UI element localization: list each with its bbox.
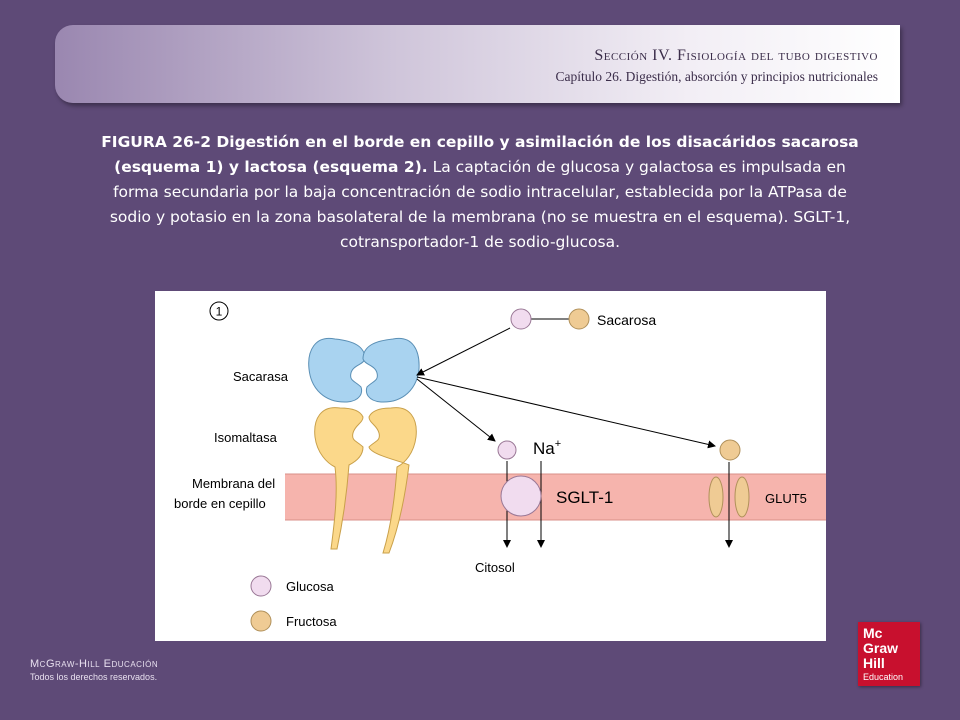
cytosol-label: Citosol	[475, 560, 515, 575]
scheme-number-circle	[209, 301, 229, 321]
publisher-rights: Todos los derechos reservados.	[30, 672, 158, 682]
sglt1-label: SGLT-1	[556, 488, 613, 507]
publisher-name: McGraw-Hill Educación	[30, 658, 159, 670]
caption-bold: FIGURA 26-2 Digestión en el borde en cep…	[101, 133, 859, 176]
glut5-left-subunit	[708, 476, 724, 518]
caption-text: La captación de glucosa y galactosa es i…	[109, 158, 851, 251]
isomaltase-label: Isomaltasa	[214, 430, 278, 445]
section-title: Sección IV. Fisiología del tubo digestiv…	[594, 47, 878, 64]
legend-glucose-swatch	[250, 575, 272, 597]
figure-panel: 1 Sacarosa Na+ SGLT-1 GLUT5	[155, 291, 826, 641]
isomaltase-left-lobe	[314, 407, 364, 550]
legend-fructose-label: Fructosa	[286, 614, 337, 629]
logo-line4: Education	[863, 672, 904, 682]
scheme-number: 1	[216, 305, 223, 319]
header-band: Sección IV. Fisiología del tubo digestiv…	[55, 25, 900, 103]
membrane-label-line1: Membrana del	[192, 476, 275, 491]
sucrose-label: Sacarosa	[597, 312, 656, 328]
logo-line1: Mc	[863, 625, 883, 641]
publisher-info: McGraw-Hill Educación Todos los derechos…	[30, 658, 158, 682]
sucrose-to-sucrase-arrow	[416, 327, 511, 376]
sucrose-fructose-unit	[568, 308, 590, 330]
glucose-release-arrow	[416, 378, 496, 442]
chapter-title: Capítulo 26. Digestión, absorción y prin…	[555, 69, 878, 84]
sodium-label: Na+	[533, 438, 561, 458]
logo-line2: Graw	[863, 640, 899, 656]
logo-line3: Hill	[863, 655, 885, 671]
sucrase-left-lobe	[308, 337, 366, 403]
isomaltase-right-lobe	[368, 407, 417, 554]
glucose-molecule	[497, 440, 517, 460]
figure-caption: FIGURA 26-2 Digestión en el borde en cep…	[100, 130, 860, 255]
fructose-release-arrow	[416, 376, 716, 449]
glut5-right-subunit	[734, 476, 750, 518]
sucrase-label: Sacarasa	[233, 369, 289, 384]
sucrase-right-lobe	[362, 337, 420, 403]
fructose-molecule	[719, 439, 741, 461]
legend-glucose-label: Glucosa	[286, 579, 334, 594]
sucrose-glucose-unit	[510, 308, 532, 330]
membrane-label-line2: borde en cepillo	[174, 496, 266, 511]
glut5-label: GLUT5	[765, 491, 807, 506]
legend-fructose-swatch	[250, 610, 272, 632]
mcgraw-hill-logo: Mc Graw Hill Education	[858, 622, 920, 686]
sglt1-transporter	[500, 475, 542, 517]
digestion-diagram: 1 Sacarosa Na+ SGLT-1 GLUT5	[174, 301, 826, 632]
